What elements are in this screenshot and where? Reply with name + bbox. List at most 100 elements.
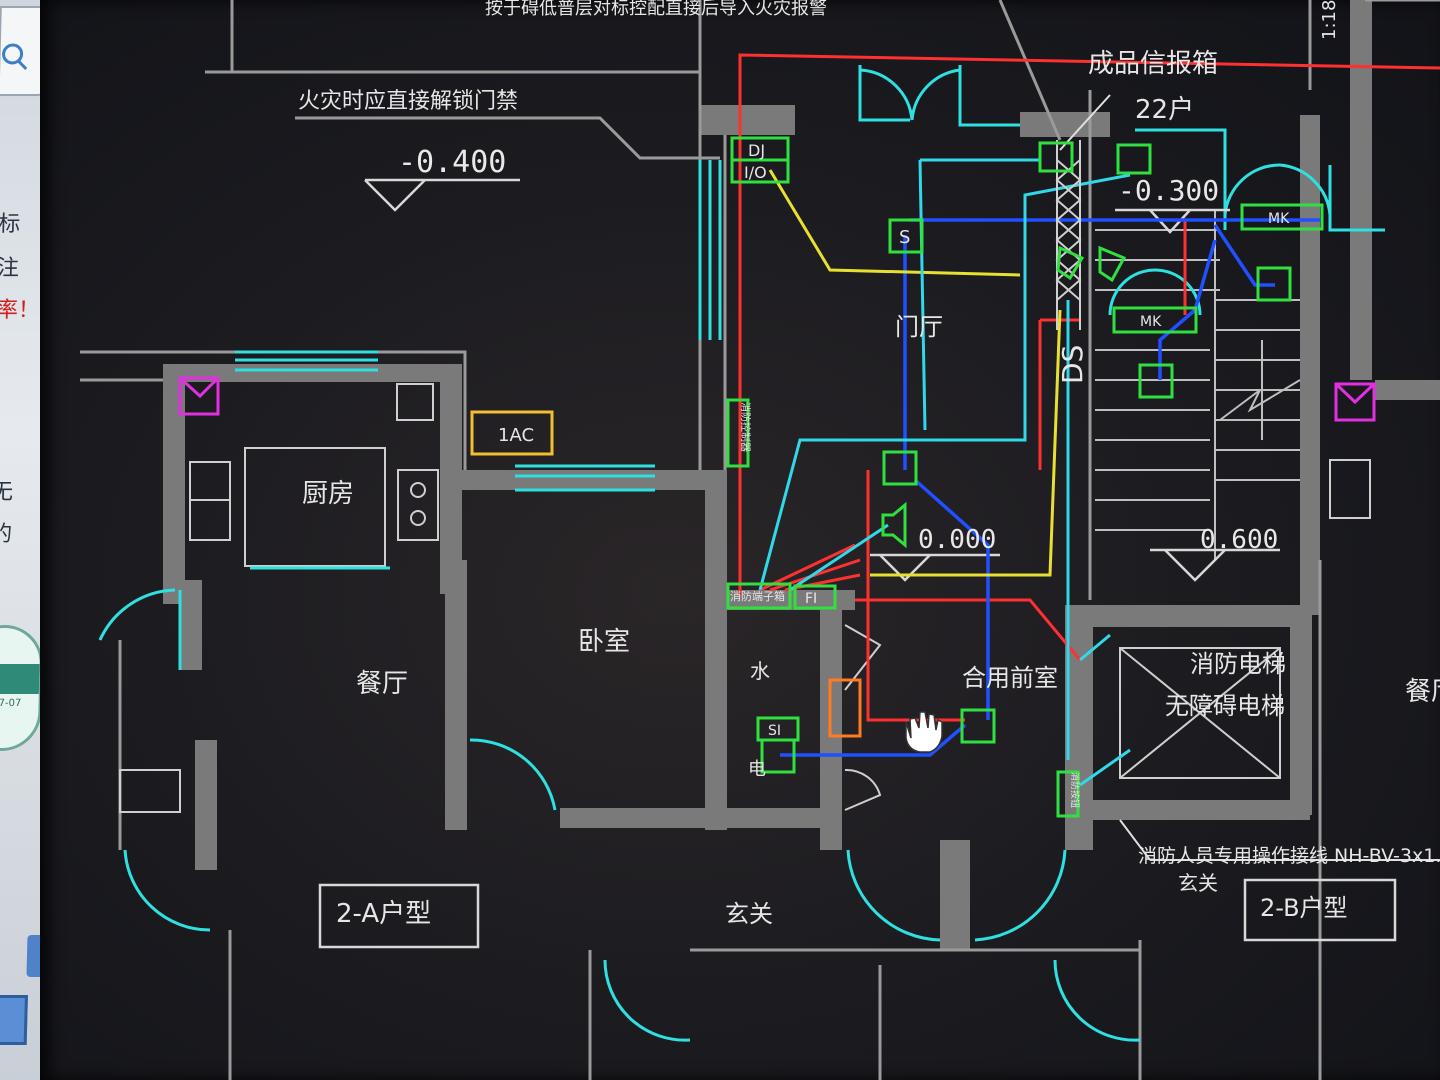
households-label: 22户 — [1135, 95, 1194, 125]
mk-box-2 — [1112, 306, 1198, 334]
wall-elevator-top — [1065, 605, 1310, 627]
vertical-box-2 — [1056, 770, 1080, 818]
tag-io: I/O — [744, 163, 767, 182]
tag-vertical: 消防控制器 — [739, 402, 752, 452]
walls — [80, 0, 1440, 1080]
fi-box — [793, 584, 837, 610]
tag-mk-1: MK — [1268, 211, 1290, 227]
unit-b-label: 2-B户型 — [1260, 894, 1348, 922]
room-water: 水 — [750, 659, 770, 683]
wires-yellow — [768, 169, 1062, 577]
wall-outline — [998, 0, 1062, 141]
stairs — [1095, 210, 1301, 560]
room-entrance-b: 玄关 — [1178, 871, 1218, 895]
wires-cyan — [758, 158, 1131, 787]
room-elec: 电 — [748, 759, 766, 780]
wall-left-unit — [180, 580, 202, 670]
wires-blue — [780, 218, 1320, 757]
laptop-icon[interactable] — [0, 995, 28, 1045]
room-bedroom: 卧室 — [578, 627, 630, 657]
elevation-d: 0.600 — [1200, 525, 1278, 555]
s-device — [1138, 363, 1174, 399]
box-finished-label: 成品信报箱 — [1088, 49, 1218, 79]
s-device — [1256, 266, 1292, 302]
mk-box-1 — [1240, 203, 1324, 231]
tag-fi: FI — [805, 591, 817, 607]
window-text: 注 — [0, 256, 20, 281]
detector — [1116, 143, 1152, 175]
elevator-access-label: 无障碍电梯 — [1165, 692, 1285, 720]
vertical-box — [726, 398, 750, 468]
wall-bedroom-right — [705, 470, 727, 830]
elevator-fire-label: 消防电梯 — [1190, 650, 1286, 678]
window-text: 率！ — [0, 298, 41, 323]
elevation-b: -0.300 — [1118, 174, 1219, 207]
si-box — [756, 716, 800, 742]
note-fire: 火灾时应直接解锁门禁 — [298, 89, 518, 114]
wall-right-unit — [1300, 115, 1320, 615]
background-browser-window: 标 注 率！ 无 的 -07-07 — [0, 0, 112, 1080]
devices — [726, 136, 1324, 818]
window-text: 标 — [0, 212, 21, 237]
doors-secondary — [844, 624, 882, 811]
wall-bedroom-bottom — [560, 808, 840, 828]
wall-elevator-right — [1290, 605, 1312, 815]
badge-date: -07-07 — [0, 698, 22, 709]
elevator-shaft — [1119, 647, 1281, 779]
magenta-markers — [178, 376, 1376, 422]
room-entrance-a: 玄关 — [725, 900, 773, 928]
leader-line — [295, 116, 720, 160]
wall-lower-left — [940, 840, 970, 950]
unit-tag-a — [318, 883, 480, 949]
elevation-markers — [364, 178, 1280, 582]
floor-plan: 按于碍低普层对标控配直接后导入火灾报警 火灾时应直接解锁门禁 -0.400 -0… — [80, 0, 1440, 1080]
labels: 按于碍低普层对标控配直接后导入火灾报警 火灾时应直接解锁门禁 -0.400 -0… — [298, 0, 1440, 929]
valve-box — [828, 678, 862, 738]
window-text: 的 — [0, 522, 13, 547]
wires-white — [1059, 94, 1440, 861]
tag-s: S — [899, 227, 910, 248]
unit-a-label: 2-A户型 — [336, 899, 431, 929]
tag-terminal: 消防端子箱 — [730, 589, 785, 603]
ac-box — [470, 410, 554, 456]
wall-corridor — [705, 590, 855, 610]
badge-icon[interactable]: -07-07 — [0, 625, 44, 751]
unit-tag-b — [1243, 878, 1397, 942]
s-device — [960, 708, 996, 744]
wall-right-unit-c — [1375, 380, 1440, 400]
tag-dj: DJ — [748, 141, 765, 160]
wall-outline — [80, 378, 177, 590]
wall-right-unit-b — [1350, 0, 1372, 380]
tag-ac: 1AC — [498, 425, 534, 446]
wall-outline — [80, 350, 467, 470]
kitchen-fixtures — [119, 383, 1371, 813]
tag-ds: DS — [1056, 345, 1089, 384]
note-top: 按于碍低普层对标控配直接后导入火灾报警 — [485, 0, 827, 19]
tag-mk-2: MK — [1140, 314, 1162, 330]
room-dining: 餐厅 — [356, 669, 408, 699]
s-device — [882, 450, 918, 486]
detector — [1038, 141, 1074, 173]
search-icon[interactable] — [0, 6, 50, 96]
wall-kitchen — [163, 364, 185, 604]
tag-vertical-2: 消防按钮 — [1069, 772, 1081, 808]
windows — [235, 65, 1385, 570]
sensor — [1056, 245, 1085, 281]
tag-si: SI — [768, 723, 781, 739]
cad-viewport[interactable]: 按于碍低普层对标控配直接后导入火灾报警 火灾时应直接解锁门禁 -0.400 -0… — [40, 0, 1440, 1080]
terminal-box — [726, 582, 792, 610]
wall-bedroom-left — [445, 560, 467, 830]
elevation-c: 0.000 — [918, 525, 996, 555]
elevation-a: -0.400 — [398, 145, 506, 180]
scale-label: 1:18 — [1319, 0, 1340, 40]
hand-cursor-icon — [905, 711, 943, 753]
room-lobby: 门厅 — [895, 313, 943, 341]
s-device — [888, 218, 924, 254]
wall-lobby-top — [700, 105, 795, 135]
doors — [98, 68, 1332, 1042]
room-kitchen: 厨房 — [302, 479, 354, 509]
cable-note: 消防人员专用操作接线 NH-BV-3x1.5 P( — [1138, 845, 1440, 867]
room-shared-front: 合用前室 — [962, 664, 1058, 692]
speaker-icon — [881, 501, 907, 549]
sensor — [1098, 245, 1127, 283]
